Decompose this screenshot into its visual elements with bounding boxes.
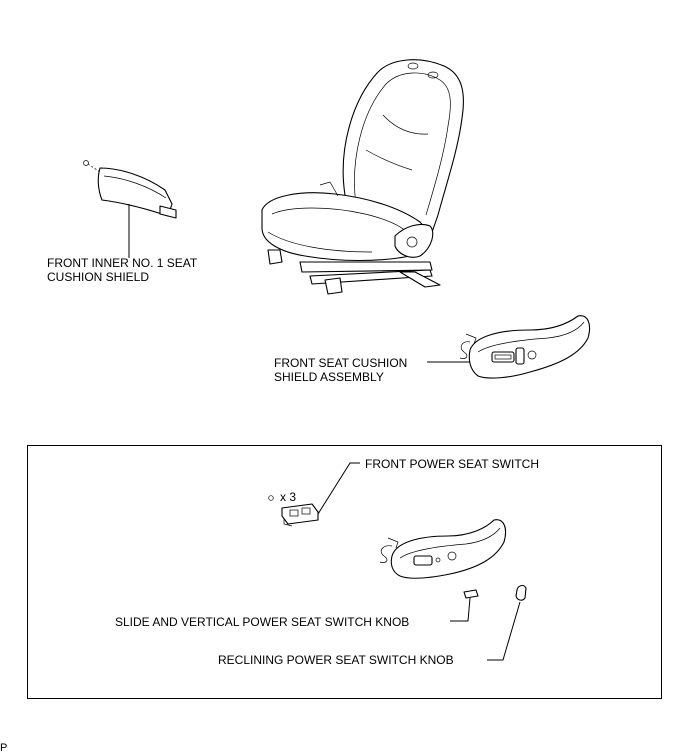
- cushion-shield-illustration: [459, 315, 591, 379]
- leader-reclining-knob: [487, 601, 521, 661]
- label-inner-shield-line2: CUSHION SHIELD: [47, 270, 150, 284]
- reclining-knob-illustration: [515, 585, 527, 601]
- label-inner-shield-line1: FRONT INNER NO. 1 SEAT: [47, 256, 198, 270]
- corner-code: P: [0, 742, 8, 754]
- label-cushion-shield-line2: SHIELD ASSEMBLY: [274, 370, 384, 384]
- label-reclining-knob: RECLINING POWER SEAT SWITCH KNOB: [218, 653, 454, 667]
- power-seat-switch-illustration: [268, 495, 319, 527]
- leader-slide-vertical-knob: [450, 597, 471, 622]
- label-power-seat-switch: FRONT POWER SEAT SWITCH: [365, 457, 540, 471]
- label-slide-vertical-knob: SLIDE AND VERTICAL POWER SEAT SWITCH KNO…: [115, 615, 410, 629]
- detail-frame: [27, 445, 662, 699]
- slide-vertical-knob-illustration: [463, 589, 479, 599]
- label-screw-count: x 3: [280, 490, 297, 504]
- inner-shield-illustration: [83, 160, 177, 219]
- label-cushion-shield-line1: FRONT SEAT CUSHION: [274, 356, 408, 370]
- leader-power-seat-switch: [317, 462, 360, 515]
- cushion-shield-detail-illustration: [379, 519, 507, 579]
- front-seat-illustration: [261, 59, 464, 295]
